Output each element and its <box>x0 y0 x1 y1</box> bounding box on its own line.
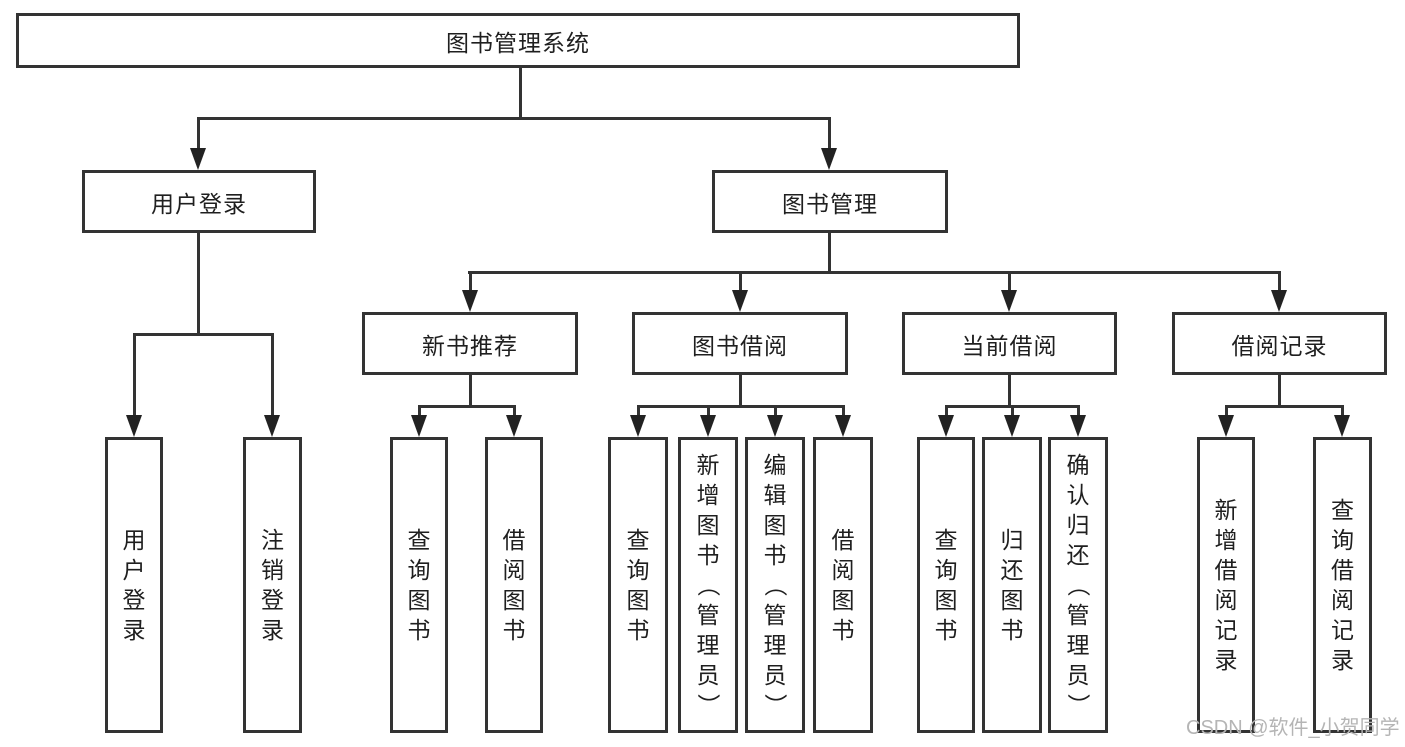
connector-line <box>707 405 710 420</box>
leaf-newbook-query-label: 查询图书 <box>407 527 431 643</box>
leaf-newbook-query: 查询图书 <box>390 437 448 733</box>
leaf-newbook-borrow-label: 借阅图书 <box>502 527 526 643</box>
arrow-down-icon <box>1334 415 1350 437</box>
node-borrow-record-label: 借阅记录 <box>1231 332 1328 359</box>
arrow-down-icon <box>190 148 206 170</box>
node-book-borrow: 图书借阅 <box>632 312 848 375</box>
arrow-down-icon <box>506 415 522 437</box>
arrow-down-icon <box>411 415 427 437</box>
connector-line <box>197 117 200 153</box>
node-root-label: 图书管理系统 <box>446 29 590 56</box>
connector-line <box>774 405 777 420</box>
connector-line <box>1008 271 1011 295</box>
connector-line <box>513 405 516 420</box>
node-current-borrow: 当前借阅 <box>902 312 1117 375</box>
node-book-borrow-label: 图书借阅 <box>692 332 788 359</box>
connector-line <box>469 271 472 295</box>
node-book-management-label: 图书管理 <box>782 190 878 217</box>
node-user-login: 用户登录 <box>82 170 316 233</box>
leaf-record-add-label: 新增借阅记录 <box>1214 497 1238 673</box>
connector-line <box>1278 373 1281 408</box>
connector-line <box>1225 405 1228 420</box>
arrow-down-icon <box>835 415 851 437</box>
connector-line <box>1278 271 1281 295</box>
leaf-record-query: 查询借阅记录 <box>1313 437 1372 733</box>
leaf-current-return: 归还图书 <box>982 437 1042 733</box>
connector-line <box>945 405 948 420</box>
leaf-record-query-label: 查询借阅记录 <box>1331 497 1354 673</box>
leaf-user-login-label: 用户登录 <box>122 527 146 643</box>
node-current-borrow-label: 当前借阅 <box>961 332 1058 359</box>
connector-line <box>739 271 742 295</box>
connector-line <box>828 117 831 153</box>
connector-line <box>519 66 522 120</box>
arrow-down-icon <box>1218 415 1234 437</box>
leaf-borrow-borrow-label: 借阅图书 <box>831 527 855 643</box>
connector-line <box>197 231 200 336</box>
connector-line <box>1008 373 1011 408</box>
connector-line <box>842 405 845 420</box>
connector-line <box>1011 405 1014 420</box>
arrow-down-icon <box>1001 290 1017 312</box>
node-user-login-label: 用户登录 <box>151 190 247 217</box>
leaf-borrow-edit-admin-label: 编辑图书（管理员） <box>762 452 788 717</box>
leaf-newbook-borrow: 借阅图书 <box>485 437 543 733</box>
arrow-down-icon <box>938 415 954 437</box>
leaf-record-add: 新增借阅记录 <box>1197 437 1255 733</box>
node-new-book-recommend-label: 新书推荐 <box>422 332 518 359</box>
connector-line <box>469 373 472 408</box>
connector-line <box>133 333 136 420</box>
node-new-book-recommend: 新书推荐 <box>362 312 578 375</box>
connector-line <box>418 405 516 408</box>
arrow-down-icon <box>1271 290 1287 312</box>
connector-line <box>1225 405 1344 408</box>
arrow-down-icon <box>126 415 142 437</box>
arrow-down-icon <box>700 415 716 437</box>
connector-line <box>468 271 1281 274</box>
leaf-user-login: 用户登录 <box>105 437 163 733</box>
connector-line <box>739 373 742 408</box>
leaf-borrow-edit-admin: 编辑图书（管理员） <box>745 437 805 733</box>
node-book-management: 图书管理 <box>712 170 948 233</box>
arrow-down-icon <box>264 415 280 437</box>
node-borrow-record: 借阅记录 <box>1172 312 1387 375</box>
leaf-borrow-query-label: 查询图书 <box>626 527 650 643</box>
node-root: 图书管理系统 <box>16 13 1020 68</box>
leaf-current-query: 查询图书 <box>917 437 975 733</box>
arrow-down-icon <box>821 148 837 170</box>
leaf-logout: 注销登录 <box>243 437 302 733</box>
leaf-borrow-add-admin: 新增图书（管理员） <box>678 437 738 733</box>
leaf-current-return-label: 归还图书 <box>1000 527 1024 643</box>
leaf-logout-label: 注销登录 <box>261 527 284 643</box>
arrow-down-icon <box>462 290 478 312</box>
arrow-down-icon <box>732 290 748 312</box>
leaf-current-confirm-admin-label: 确认归还（管理员） <box>1065 452 1091 717</box>
connector-line <box>1341 405 1344 420</box>
leaf-borrow-add-admin-label: 新增图书（管理员） <box>695 452 721 717</box>
connector-line <box>133 333 274 336</box>
connector-line <box>637 405 845 408</box>
arrow-down-icon <box>1004 415 1020 437</box>
connector-line <box>418 405 421 420</box>
connector-line <box>637 405 640 420</box>
connector-line <box>271 333 274 420</box>
connector-line <box>197 117 831 120</box>
arrow-down-icon <box>767 415 783 437</box>
leaf-current-query-label: 查询图书 <box>934 527 958 643</box>
leaf-borrow-borrow: 借阅图书 <box>813 437 873 733</box>
connector-line <box>828 231 831 274</box>
arrow-down-icon <box>630 415 646 437</box>
leaf-borrow-query: 查询图书 <box>608 437 668 733</box>
csdn-watermark: CSDN @软件_小贺同学 <box>1186 717 1400 739</box>
connector-line <box>1077 405 1080 420</box>
arrow-down-icon <box>1070 415 1086 437</box>
leaf-current-confirm-admin: 确认归还（管理员） <box>1048 437 1108 733</box>
